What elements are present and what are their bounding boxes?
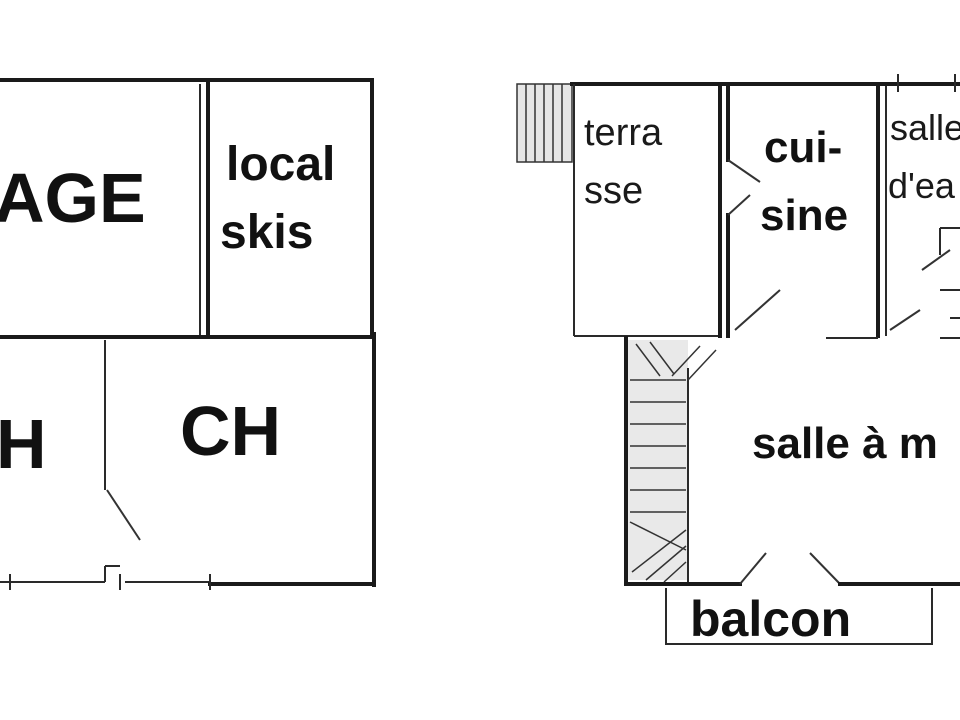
- room-label-terrasse-1: terra: [584, 112, 663, 154]
- stair-step: [631, 529, 687, 573]
- stair-step: [671, 345, 701, 377]
- left-floor-plan: AGE local skis H CH: [0, 78, 376, 590]
- room-label-ch-left: H: [0, 405, 47, 483]
- room-label-garage: AGE: [0, 159, 146, 237]
- room-label-salle-a-manger: salle à m: [752, 419, 938, 468]
- right-floor-plan: terra sse cui- sine salle d'ea salle à m…: [516, 74, 960, 647]
- door-swing: [809, 552, 841, 585]
- door-swing: [734, 289, 781, 331]
- room-label-cuisine-2: sine: [760, 191, 848, 240]
- stair-step: [635, 343, 661, 377]
- stair-step: [645, 545, 687, 581]
- stair-step: [649, 341, 675, 375]
- room-label-local-skis-2: skis: [220, 206, 313, 259]
- door-swing: [727, 159, 761, 183]
- room-label-local-skis-1: local: [226, 138, 335, 191]
- room-label-balcon: balcon: [690, 591, 851, 647]
- interior-stair: [628, 340, 688, 580]
- room-label-salle-eau-2: d'ea: [888, 165, 956, 206]
- door-swing: [739, 552, 767, 585]
- balcony-outline: [665, 588, 933, 645]
- room-label-ch-right: CH: [180, 392, 281, 470]
- stair-step: [687, 349, 717, 381]
- room-label-salle-eau-1: salle: [890, 107, 960, 148]
- stair-step: [663, 561, 687, 583]
- stair-step: [629, 521, 687, 551]
- door-swing: [727, 194, 751, 216]
- door-swing: [889, 309, 921, 331]
- room-label-cuisine-1: cui-: [764, 123, 842, 172]
- room-label-terrasse-2: sse: [584, 170, 643, 212]
- door-swing: [106, 489, 141, 541]
- door-swing: [921, 249, 951, 271]
